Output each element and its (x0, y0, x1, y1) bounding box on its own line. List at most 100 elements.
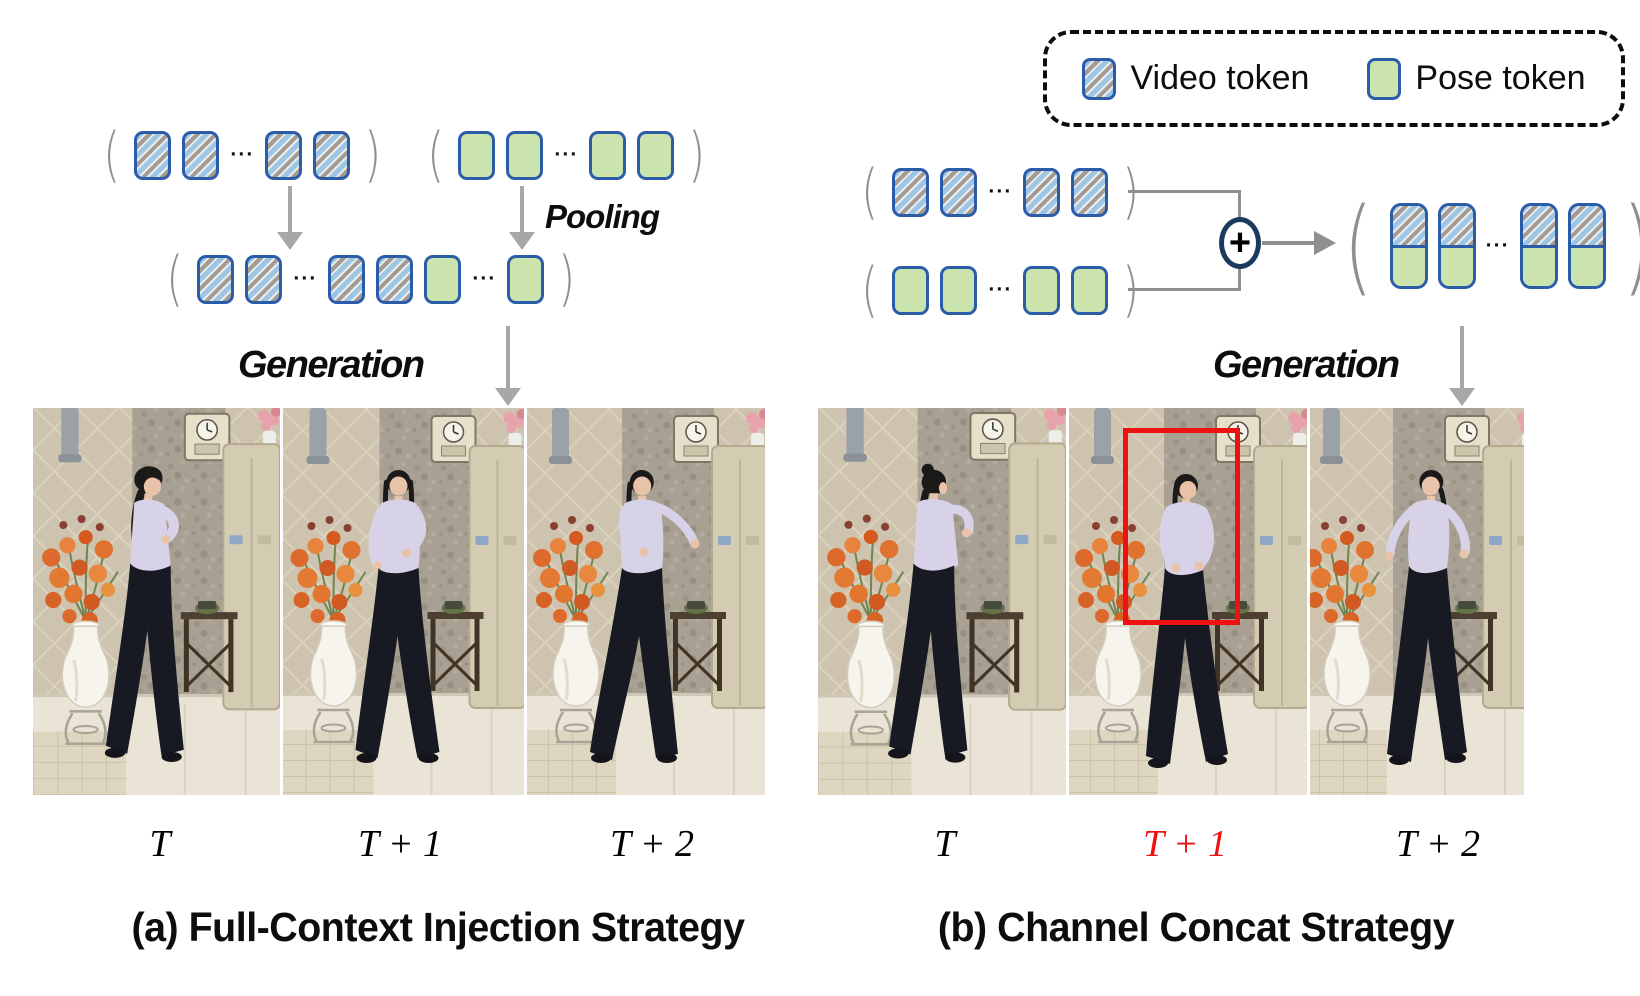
dancer-pose-arm-extended (590, 470, 700, 763)
video-token-icon (376, 254, 414, 304)
pose-half-icon (1440, 247, 1473, 286)
ellipsis: ··· (554, 143, 579, 166)
frame-label-b-t: T (934, 823, 956, 865)
video-frame-image (818, 408, 1066, 795)
ellipsis: ··· (988, 278, 1013, 301)
pose-token-icon (892, 265, 930, 315)
bracket-open: ( (166, 244, 184, 314)
video-tokens-row: ··· (892, 167, 1109, 217)
video-token-icon (197, 254, 235, 304)
stacked-tokens-row: ··· (1389, 203, 1606, 289)
concat-arrow-head-icon (1314, 231, 1336, 255)
dancer-pose-lean (1384, 470, 1470, 765)
pose-tokens-row: ··· (458, 130, 675, 180)
concat-arrow-shaft (1262, 241, 1314, 245)
frame-a-t2 (527, 408, 765, 795)
caption-panel-a: (a) Full-Context Injection Strategy (131, 904, 745, 950)
video-half-icon (1392, 206, 1425, 248)
frame-b-t2 (1310, 408, 1524, 795)
frame-b-t1-highlighted (1069, 408, 1307, 795)
pose-tokens-row: ··· (892, 265, 1109, 315)
video-frame-image (1310, 408, 1524, 795)
video-half-icon (1440, 206, 1473, 248)
frame-strip-b (818, 408, 1524, 795)
pose-token-icon (458, 130, 496, 180)
frame-strip-a (33, 408, 765, 795)
video-token-icon (892, 167, 930, 217)
video-token-icon (940, 167, 978, 217)
video-half-icon (1570, 206, 1603, 248)
generation-label-a: Generation (238, 344, 425, 386)
legend-item-pose: Pose token (1367, 57, 1586, 100)
bracket-close: ) (558, 244, 576, 314)
merged-token-sequence-a: ( ··· ··· ) (163, 244, 579, 314)
video-token-icon (1071, 167, 1109, 217)
pose-half-icon (1522, 247, 1555, 286)
bracket-open: ( (103, 120, 121, 190)
bracket-open: ( (861, 157, 879, 227)
bracket-close: ) (364, 120, 382, 190)
frame-b-t (818, 408, 1066, 795)
caption-panel-b: (b) Channel Concat Strategy (937, 904, 1455, 950)
pose-token-icon (589, 130, 627, 180)
video-token-icon (313, 130, 351, 180)
pose-half-icon (1392, 247, 1425, 286)
bracket-open: ( (861, 255, 879, 325)
pose-token-sequence-a: ( ··· ) (424, 120, 709, 190)
frame-label-b-t1-highlighted: T + 1 (1142, 823, 1228, 865)
video-tokens-row: ··· (134, 130, 351, 180)
ellipsis: ··· (1485, 234, 1510, 257)
ellipsis: ··· (293, 267, 318, 290)
pose-connector-line (1128, 288, 1240, 291)
stacked-token-icon (1567, 203, 1606, 289)
frame-label-a-t1: T + 1 (357, 823, 443, 865)
pose-token-icon (1023, 265, 1061, 315)
dancer-pose-front (355, 470, 440, 763)
frame-label-a-t: T (149, 823, 171, 865)
video-token-sequence-b: ( ··· ) (858, 157, 1143, 227)
frame-a-t (33, 408, 280, 795)
video-half-icon (1522, 206, 1555, 248)
video-token-icon (245, 254, 283, 304)
pose-token-icon (506, 130, 544, 180)
video-token-swatch-icon (1082, 57, 1117, 100)
pose-token-icon (424, 254, 462, 304)
bracket-open: ( (1343, 185, 1373, 307)
video-token-icon (265, 130, 303, 180)
pose-token-swatch-icon (1367, 57, 1402, 100)
ellipsis: ··· (472, 267, 497, 290)
legend-item-video: Video token (1082, 57, 1310, 100)
frame-label-b-t2: T + 2 (1395, 823, 1481, 865)
pose-half-icon (1570, 247, 1603, 286)
video-token-label: Video token (1130, 59, 1310, 97)
video-frame-image (33, 408, 280, 795)
concat-token-sequence-b: ( ··· ) (1338, 185, 1640, 307)
dancer-pose-back (888, 463, 974, 763)
video-frame-image (283, 408, 524, 795)
bracket-open: ( (427, 120, 445, 190)
pose-token-icon (507, 254, 545, 304)
stacked-token-icon (1437, 203, 1476, 289)
video-inject-arrow-icon (277, 186, 303, 250)
legend-box: Video token Pose token (1043, 30, 1625, 127)
merged-tokens-row: ··· ··· (197, 254, 545, 304)
dancer-pose-twist (1146, 474, 1228, 768)
stacked-token-icon (1389, 203, 1428, 289)
error-highlight-box (1123, 428, 1240, 625)
ellipsis: ··· (230, 143, 255, 166)
pose-token-icon (637, 130, 675, 180)
video-token-icon (182, 130, 220, 180)
bracket-close: ) (688, 120, 706, 190)
stacked-token-icon (1519, 203, 1558, 289)
generation-arrow-b-icon (1449, 326, 1475, 406)
video-connector-line (1128, 190, 1240, 193)
plus-circle-icon: + (1219, 217, 1261, 269)
pose-token-icon (940, 265, 978, 315)
video-frame-image (527, 408, 765, 795)
pose-token-label: Pose token (1415, 59, 1586, 97)
generation-label-b: Generation (1213, 344, 1400, 386)
bracket-close: ) (1622, 194, 1640, 298)
video-frame-image (1069, 408, 1307, 795)
video-token-icon (134, 130, 172, 180)
